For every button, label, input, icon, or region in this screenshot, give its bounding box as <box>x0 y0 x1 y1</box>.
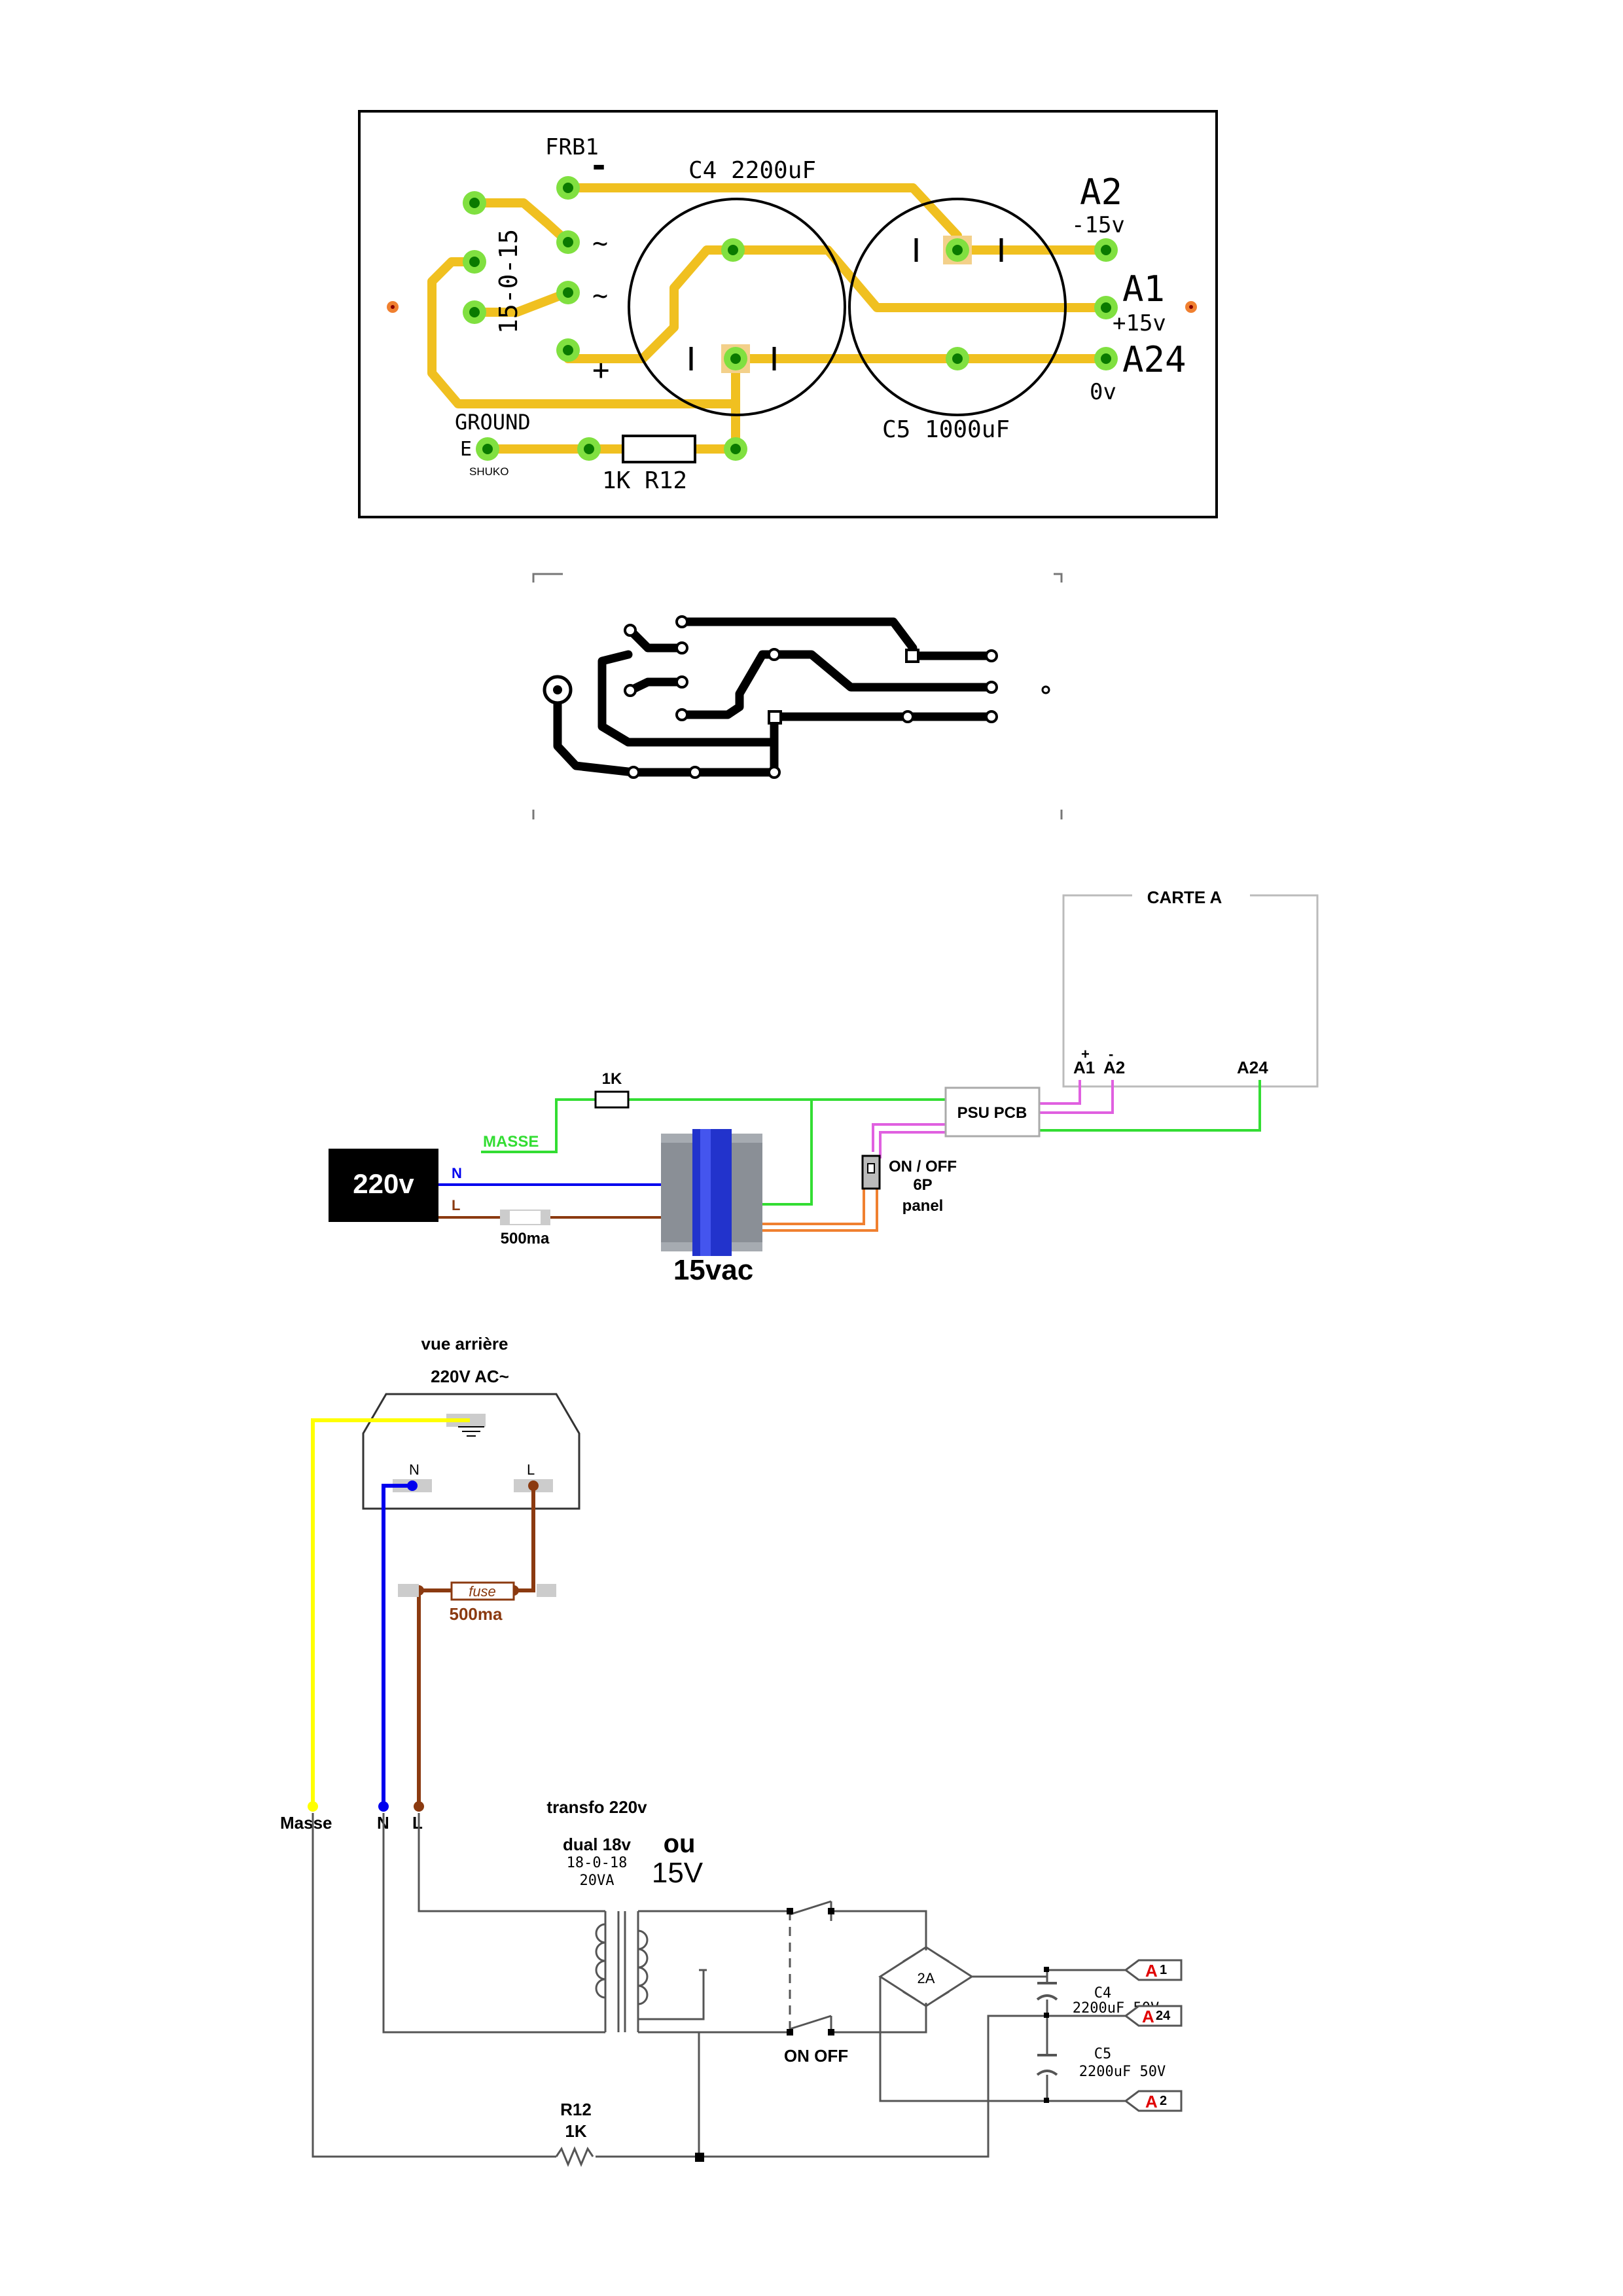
pcb-pads <box>387 176 1197 461</box>
ac-label: 220V AC~ <box>431 1367 509 1386</box>
schematic-switch <box>789 1900 832 2036</box>
svg-text:transfo 220v: transfo 220v <box>546 1797 647 1817</box>
svg-text:A: A <box>1145 2092 1158 2111</box>
label-frb1: FRB1 <box>545 134 599 160</box>
svg-text:1: 1 <box>1160 1963 1167 1977</box>
carte-a-label: CARTE A <box>1147 888 1222 907</box>
svg-text:panel: panel <box>902 1197 944 1215</box>
copper-mount-hole <box>1041 685 1050 694</box>
pcb-copper-layout <box>532 573 1063 819</box>
label-a2: A2 <box>1080 171 1122 213</box>
schematic: vue arrière 220V AC~ N L fuse 500ma Mass… <box>280 1334 1183 2167</box>
svg-text:C5: C5 <box>1094 2046 1112 2062</box>
wiring-fuse-label: 500ma <box>501 1230 550 1247</box>
carte-a-box <box>1062 894 1319 1088</box>
svg-text:A: A <box>1145 1961 1158 1981</box>
svg-text:ON OFF: ON OFF <box>784 2046 848 2066</box>
copper-pads <box>624 615 998 779</box>
svg-text:ou: ou <box>664 1829 696 1858</box>
connector-a24 <box>1124 2005 1183 2027</box>
svg-text:+: + <box>1081 1046 1090 1062</box>
schematic-fuse-value: 500ma <box>450 1604 503 1624</box>
svg-text:A: A <box>1142 2007 1154 2026</box>
svg-text:dual 18v: dual 18v <box>563 1835 632 1854</box>
svg-text:18-0-18: 18-0-18 <box>567 1855 628 1871</box>
schematic-fuse <box>450 1581 515 1601</box>
label-minus: - <box>589 147 609 185</box>
label-a1-voltage: +15v <box>1113 310 1166 336</box>
schematic-wires <box>312 1813 1126 2158</box>
svg-text:1K: 1K <box>565 2121 586 2141</box>
schematic-fuse-label: fuse <box>469 1583 496 1600</box>
connector-a1 <box>1124 1959 1183 1981</box>
wiring-diagram: CARTE A + - A1 A2 A24 1K MASSE 220v N <box>329 888 1319 1286</box>
carte-a-a1: A1 <box>1073 1058 1095 1077</box>
label-c4: C4 2200uF <box>688 157 816 184</box>
psu-pcb-box <box>944 1086 1041 1138</box>
mains-label: 220v <box>353 1168 414 1199</box>
schematic-resistor-r12 <box>555 2146 594 2167</box>
svg-text:-: - <box>1109 1046 1113 1062</box>
transformer-label: 15vac <box>673 1254 753 1286</box>
svg-text:2A: 2A <box>918 1970 935 1986</box>
svg-text:2200uF 50V: 2200uF 50V <box>1079 2064 1166 2080</box>
label-a24: A24 <box>1122 339 1186 380</box>
svg-text:L: L <box>527 1462 535 1478</box>
psu-pcb-label: PSU PCB <box>957 1104 1027 1122</box>
label-tilde-2: ~ <box>592 281 608 311</box>
svg-text:20VA: 20VA <box>580 1873 615 1889</box>
label-a2-voltage: -15v <box>1071 212 1125 238</box>
svg-text:N: N <box>409 1462 419 1478</box>
svg-text:N: N <box>452 1165 462 1181</box>
masse-terminal-label: Masse <box>280 1813 332 1833</box>
pcb-top-view: FRB1 - ~ ~ + 15-0-15 C4 2200uF C5 1000uF… <box>358 110 1218 518</box>
capacitor-c4-outline <box>628 198 846 416</box>
wiring-resistor-1k <box>594 1090 630 1109</box>
label-shuko: SHUKO <box>469 465 508 478</box>
svg-text:6P: 6P <box>913 1176 932 1194</box>
wiring-transformer <box>661 1129 762 1256</box>
label-plus: + <box>592 353 610 387</box>
svg-text:R12: R12 <box>560 2100 592 2119</box>
connector-a2 <box>1124 2090 1183 2112</box>
capacitor-c5-outline <box>848 198 1067 416</box>
label-r12: 1K R12 <box>602 467 687 494</box>
rear-view-label: vue arrière <box>421 1334 508 1354</box>
svg-text:24: 24 <box>1156 2009 1171 2023</box>
copper-tracks <box>553 617 996 777</box>
label-tilde-1: ~ <box>592 228 608 259</box>
svg-text:15V: 15V <box>652 1857 704 1889</box>
label-transformer: 15-0-15 <box>494 229 523 334</box>
svg-text:1K: 1K <box>602 1070 622 1088</box>
svg-text:ON / OFF: ON / OFF <box>889 1158 957 1175</box>
schematic-capacitors <box>1036 1982 1058 2076</box>
masse-label: MASSE <box>483 1133 539 1151</box>
resistor-r12 <box>622 435 696 463</box>
label-earth: E <box>460 438 472 461</box>
carte-a-a2: A2 <box>1103 1058 1125 1077</box>
svg-text:L: L <box>452 1197 460 1213</box>
mains-block <box>329 1149 438 1222</box>
svg-text:C4: C4 <box>1094 1985 1112 2001</box>
svg-text:2: 2 <box>1160 2094 1167 2108</box>
label-a1: A1 <box>1122 268 1165 310</box>
label-c5: C5 1000uF <box>882 416 1010 443</box>
label-a24-voltage: 0v <box>1090 379 1116 405</box>
carte-a-a24: A24 <box>1237 1058 1268 1077</box>
svg-text:L: L <box>412 1813 423 1833</box>
bridge-rectifier <box>878 1946 974 2007</box>
label-ground: GROUND <box>455 410 531 435</box>
